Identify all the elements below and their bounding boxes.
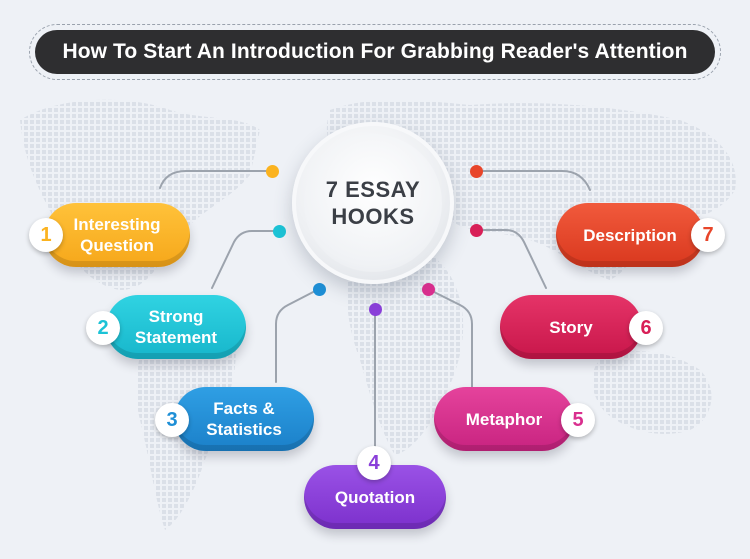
hook-label-2: Strong Statement bbox=[134, 307, 218, 347]
hub-label: 7 ESSAY HOOKS bbox=[304, 134, 442, 272]
hook-badge-1: 1 bbox=[29, 218, 63, 252]
hook-label-3: Facts & Statistics bbox=[206, 399, 282, 439]
hook-badge-4: 4 bbox=[357, 446, 391, 480]
connector-dot-2 bbox=[273, 225, 286, 238]
connector-dot-7 bbox=[470, 165, 483, 178]
title-frame: How To Start An Introduction For Grabbin… bbox=[29, 24, 721, 80]
connector-dot-1 bbox=[266, 165, 279, 178]
connector-hook-1 bbox=[159, 170, 273, 189]
hook-pill-2: Strong Statement bbox=[106, 295, 246, 359]
connector-dot-4 bbox=[369, 303, 382, 316]
hook-badge-5: 5 bbox=[561, 403, 595, 437]
hook-badge-6: 6 bbox=[629, 311, 663, 345]
connector-hook-6 bbox=[475, 229, 547, 289]
hub-line-2: HOOKS bbox=[331, 204, 415, 229]
connector-dot-6 bbox=[470, 224, 483, 237]
hook-badge-2: 2 bbox=[86, 311, 120, 345]
hub-circle: 7 ESSAY HOOKS bbox=[292, 122, 454, 284]
hook-pill-7: Description bbox=[556, 203, 704, 267]
hook-label-4: Quotation bbox=[334, 487, 416, 507]
hub-line-1: 7 ESSAY bbox=[325, 177, 421, 202]
hook-pill-1: Interesting Question bbox=[44, 203, 190, 267]
connector-hook-3 bbox=[275, 288, 320, 383]
hook-label-7: Description bbox=[583, 225, 677, 245]
hook-label-6: Story bbox=[549, 317, 593, 337]
hook-label-5: Metaphor bbox=[465, 409, 543, 429]
hook-badge-7: 7 bbox=[691, 218, 725, 252]
connector-dot-5 bbox=[422, 283, 435, 296]
hook-label-1: Interesting Question bbox=[73, 215, 161, 255]
hook-pill-5: Metaphor bbox=[434, 387, 574, 451]
connector-hook-5 bbox=[427, 288, 473, 389]
hook-pill-6: Story bbox=[500, 295, 642, 359]
connector-hook-7 bbox=[475, 170, 591, 191]
hook-badge-3: 3 bbox=[155, 403, 189, 437]
connector-hook-2 bbox=[211, 230, 280, 289]
page-title: How To Start An Introduction For Grabbin… bbox=[35, 30, 715, 74]
hook-pill-3: Facts & Statistics bbox=[174, 387, 314, 451]
connector-dot-3 bbox=[313, 283, 326, 296]
